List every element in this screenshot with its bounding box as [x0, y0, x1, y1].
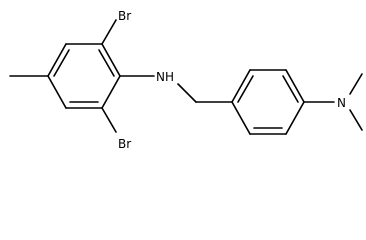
ring-double-bond — [237, 75, 254, 103]
ring-bond — [285, 101, 305, 135]
bromine-top-bond — [101, 19, 117, 45]
amine-label: NH — [156, 70, 174, 84]
ring-bond — [231, 69, 251, 103]
ring-double-bond — [282, 75, 299, 103]
n-methyl-bond-lower — [349, 109, 363, 131]
amine-bond-right — [177, 83, 197, 103]
bromine-bottom-label: Br — [118, 137, 131, 151]
ring-double-bond — [98, 49, 115, 77]
n-methyl-bond-upper — [349, 73, 363, 95]
bromine-bottom-bond — [101, 107, 117, 133]
ring-bond — [101, 75, 121, 109]
structure-drawing: Br Br NH N — [9, 9, 363, 151]
dimethylaminophenyl-ring — [231, 69, 305, 135]
bromine-top-label: Br — [118, 9, 131, 23]
ring-bond — [47, 43, 67, 77]
ring-bond — [47, 75, 67, 109]
ring-bond — [101, 43, 121, 77]
ring-bond — [285, 69, 305, 103]
ring-double-bond — [53, 49, 70, 77]
ring-bond — [231, 101, 251, 135]
molecule-structure: Br Br NH N — [9, 9, 363, 151]
dibromo-methylphenyl-ring — [47, 43, 121, 109]
dimethylamino-nitrogen-label: N — [337, 96, 346, 110]
